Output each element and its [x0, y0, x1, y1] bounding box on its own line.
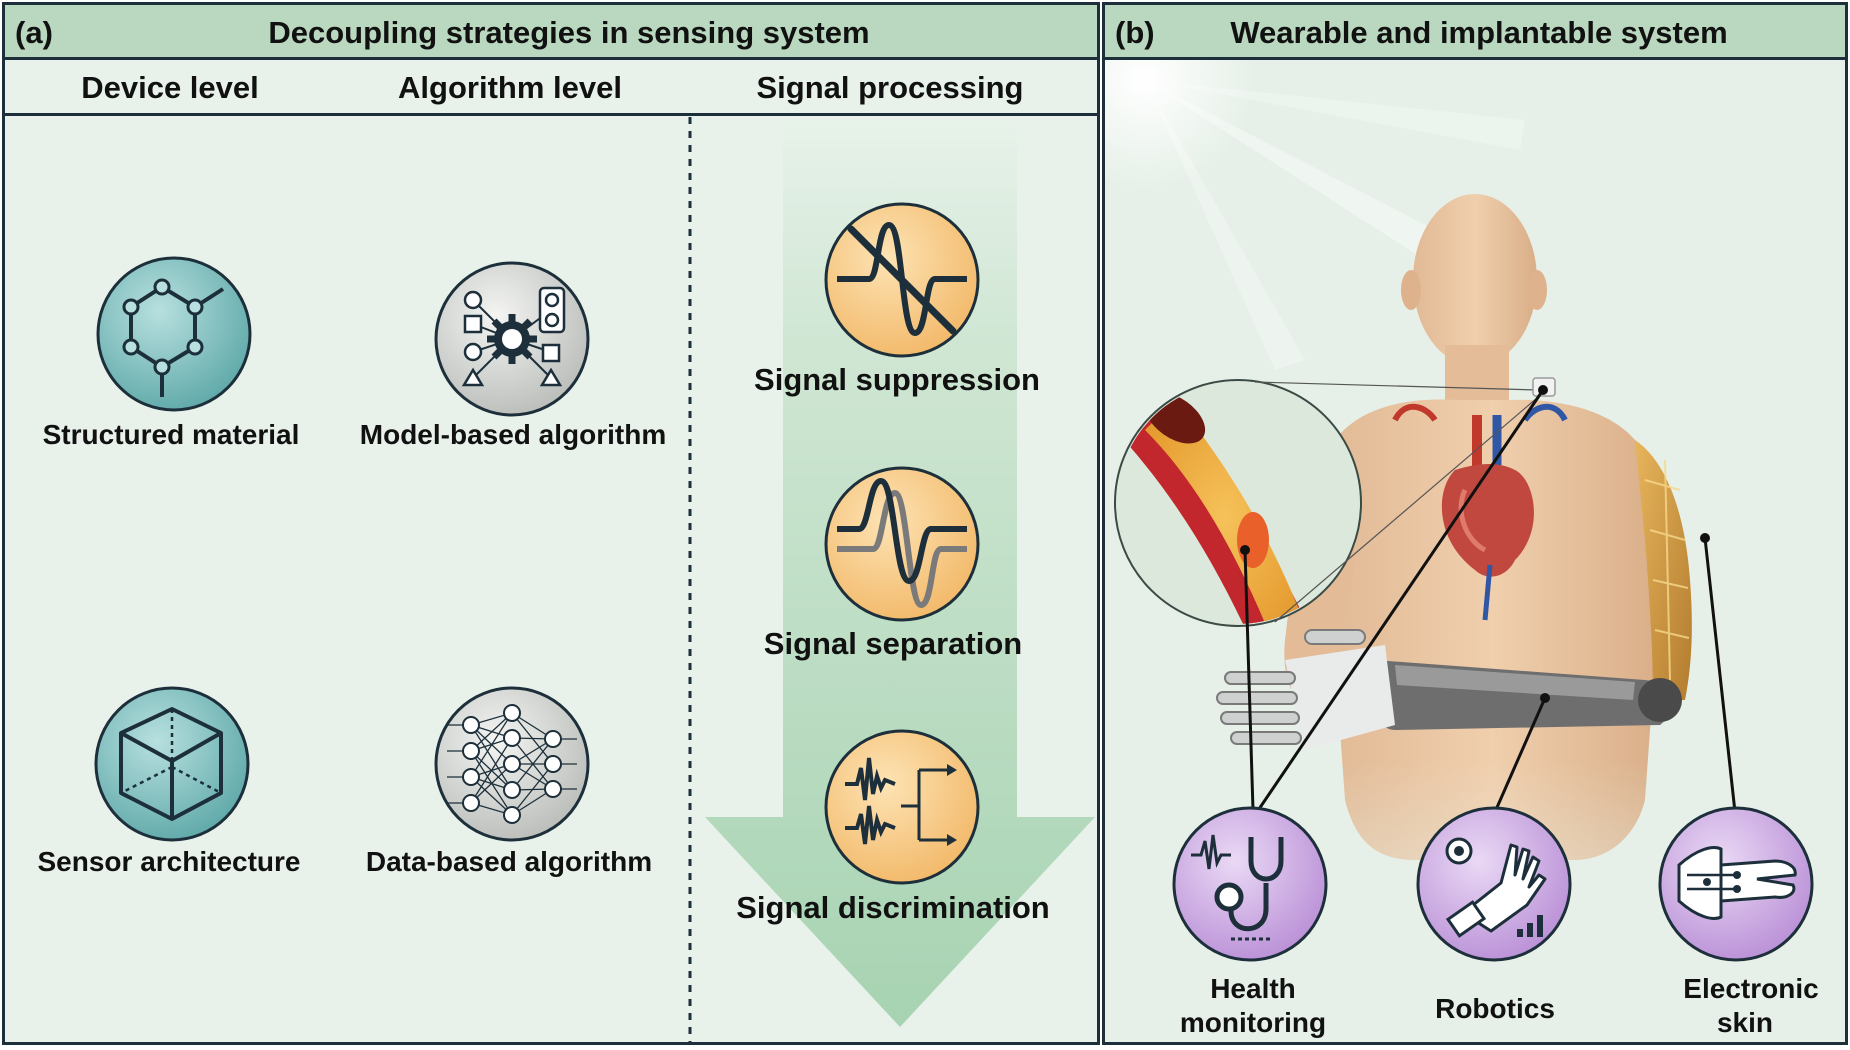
- signal-discrimination-icon: [823, 728, 981, 886]
- panel-a-label: (a): [15, 15, 53, 50]
- electronic-skin-icon: [1657, 805, 1815, 963]
- column-device-level: Device level: [81, 70, 259, 105]
- electronic-skin-label-line2: skin: [1716, 1007, 1774, 1038]
- robotics-icon: [1415, 805, 1573, 963]
- model-based-algorithm-label: Model-based algorithm: [359, 419, 667, 450]
- model-based-algorithm-icon: [433, 260, 591, 418]
- data-based-algorithm-label: Data-based algorithm: [365, 846, 653, 877]
- signal-separation-label: Signal separation: [763, 626, 1023, 661]
- health-monitoring-label-line2: monitoring: [1179, 1007, 1327, 1038]
- health-monitoring-label-line1: Health: [1210, 973, 1296, 1004]
- panel-b-label: (b): [1115, 15, 1155, 50]
- sensor-architecture-icon: [93, 685, 251, 843]
- column-headers: Device level Algorithm level Signal proc…: [5, 60, 1097, 116]
- signal-suppression-label: Signal suppression: [754, 362, 1040, 397]
- panel-b-title: Wearable and implantable system: [1230, 15, 1728, 50]
- sensor-architecture-label: Sensor architecture: [37, 846, 301, 877]
- panel-b: (b) Wearable and implantable system: [1102, 2, 1848, 1045]
- panel-a-title: Decoupling strategies in sensing system: [268, 15, 870, 50]
- robotics-label: Robotics: [1435, 993, 1555, 1024]
- structured-material-label: Structured material: [42, 419, 300, 450]
- panel-a: (a) Decoupling strategies in sensing sys…: [2, 2, 1100, 1045]
- signal-suppression-icon: [823, 201, 981, 359]
- panel-b-title-bar: (b) Wearable and implantable system: [1105, 5, 1845, 60]
- column-divider: [688, 117, 692, 1042]
- panel-a-title-bar: (a) Decoupling strategies in sensing sys…: [5, 5, 1097, 60]
- signal-separation-icon: [823, 465, 981, 623]
- column-signal-processing: Signal processing: [756, 70, 1024, 105]
- data-based-algorithm-icon: [433, 685, 591, 843]
- signal-discrimination-label: Signal discrimination: [736, 890, 1050, 925]
- column-algorithm-level: Algorithm level: [398, 70, 622, 105]
- structured-material-icon: [95, 255, 253, 413]
- electronic-skin-label-line1: Electronic: [1683, 973, 1819, 1004]
- health-monitoring-icon: [1171, 805, 1329, 963]
